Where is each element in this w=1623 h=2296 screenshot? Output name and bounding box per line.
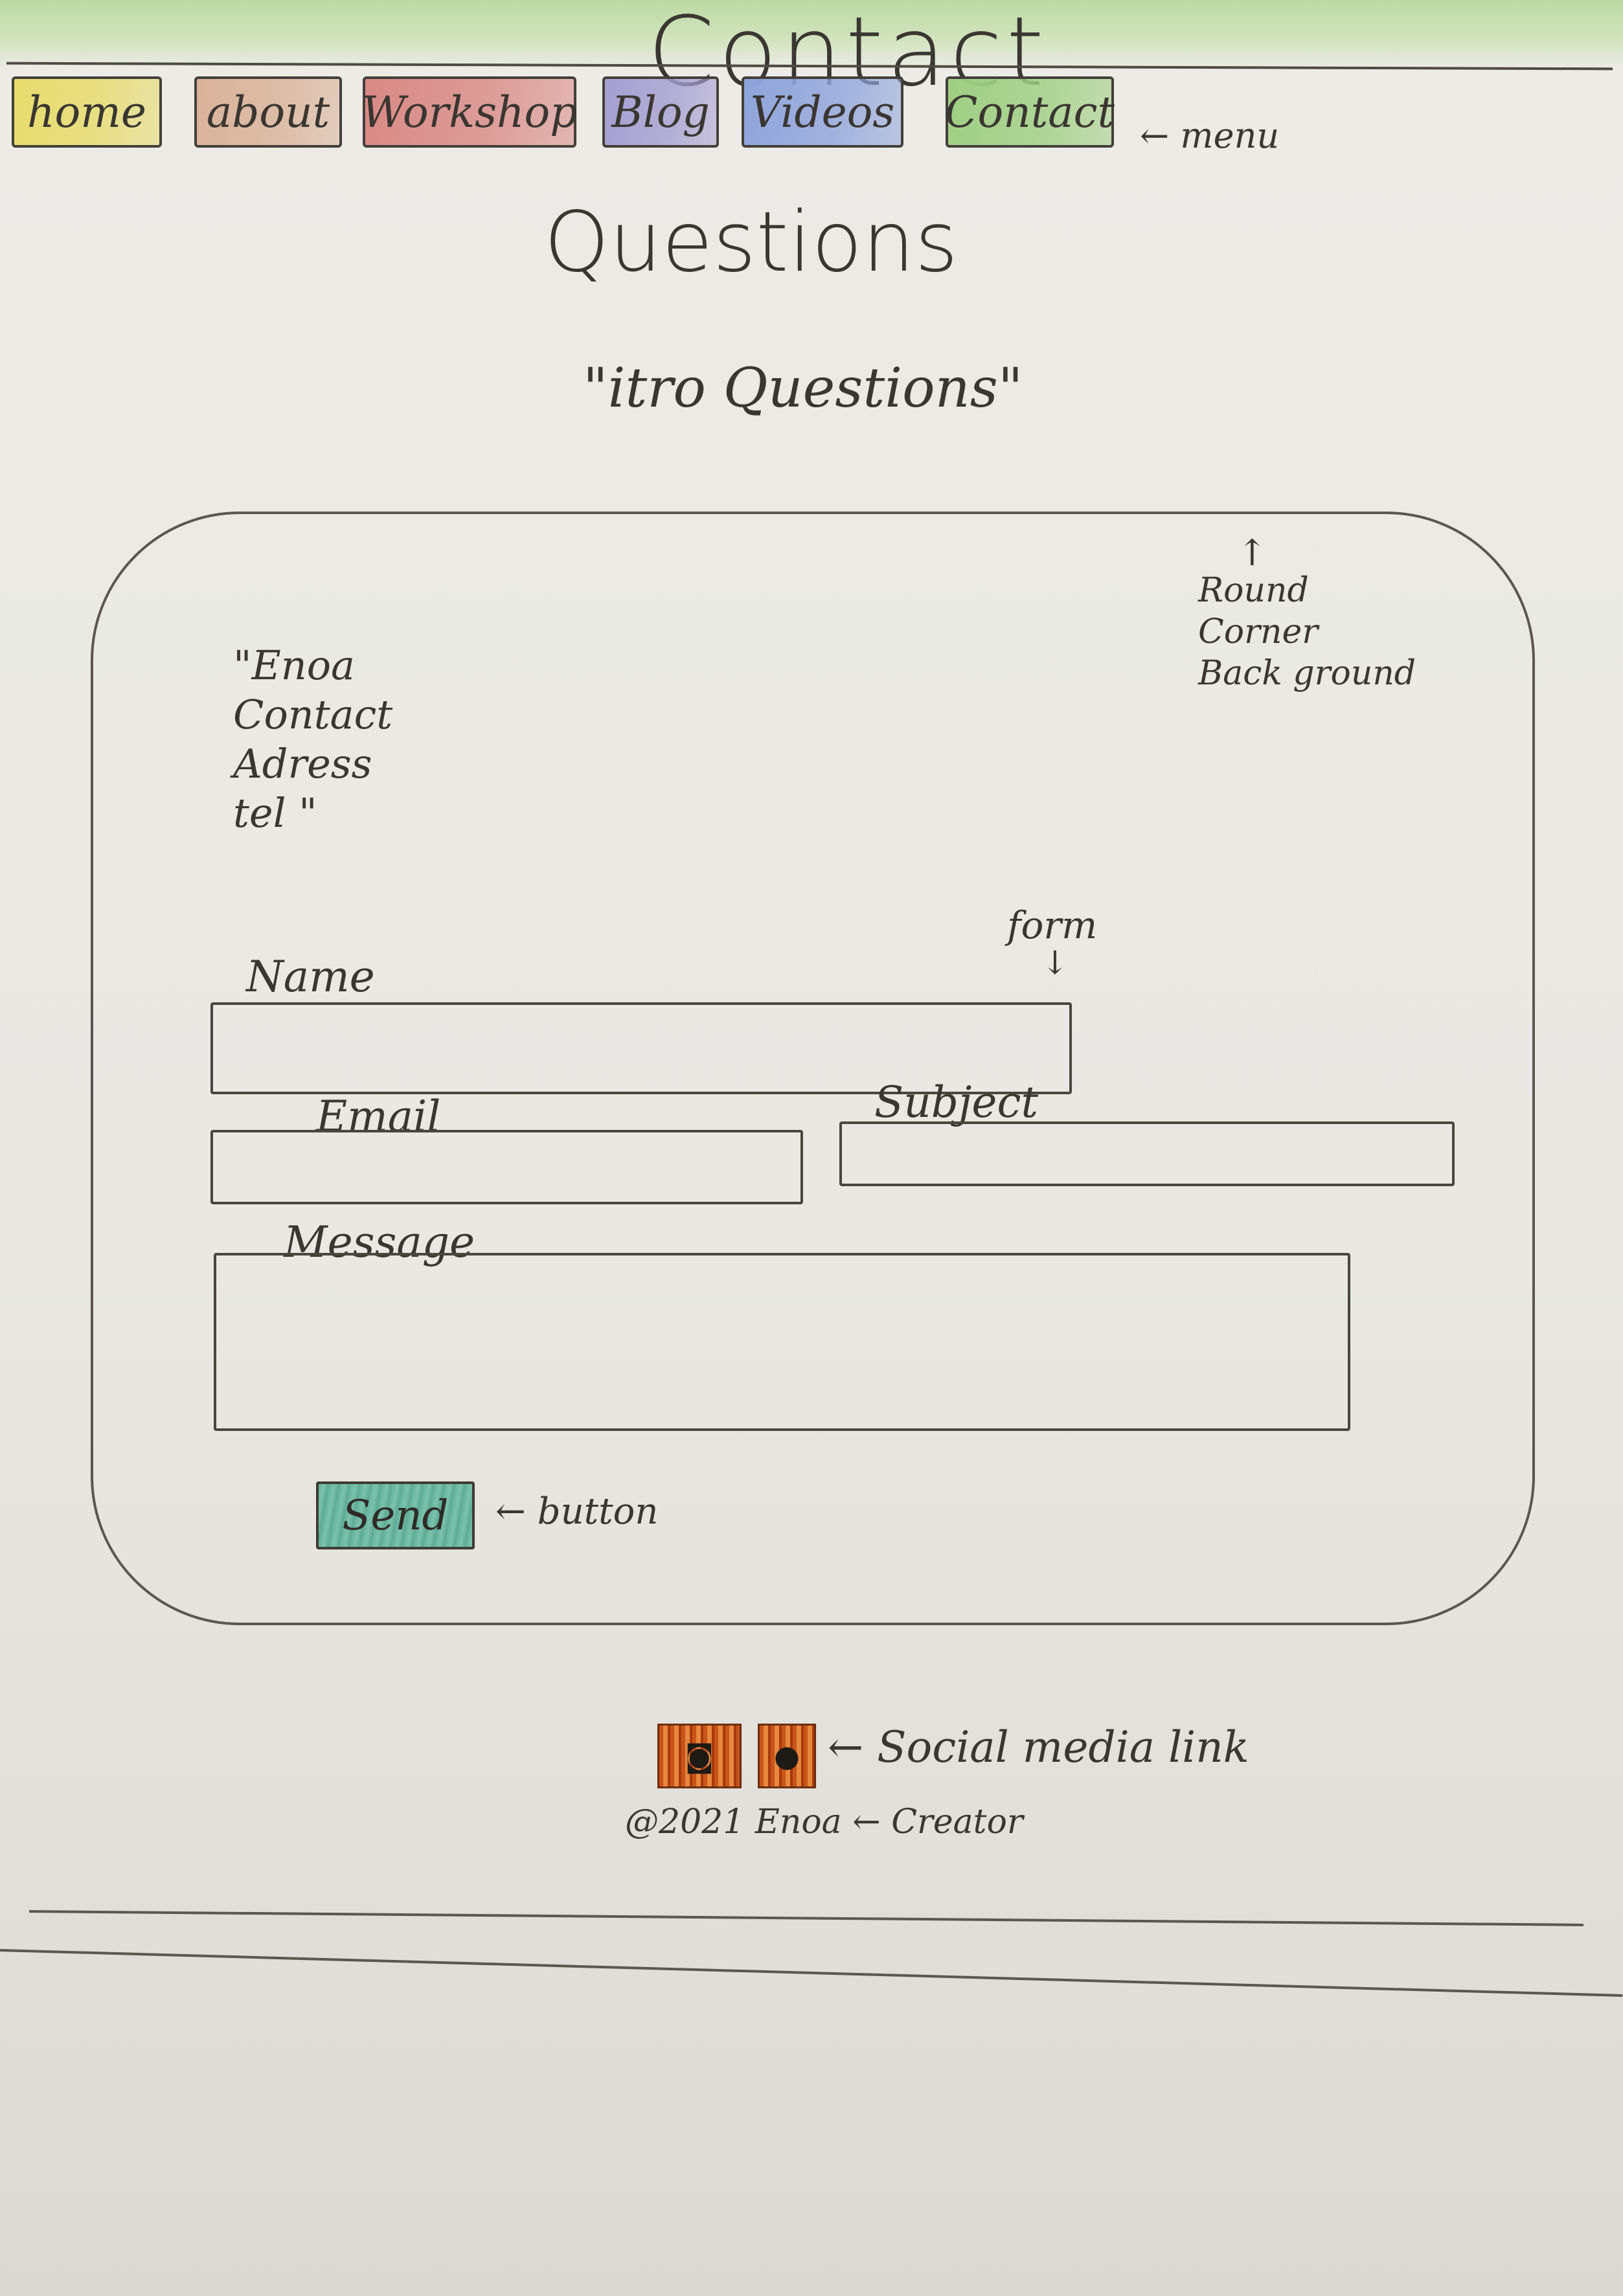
header-band xyxy=(0,0,1623,68)
button-annotation: ← button xyxy=(495,1491,659,1533)
subject-field[interactable] xyxy=(839,1121,1455,1186)
menu-item-blog[interactable]: Blog xyxy=(602,76,719,148)
questions-title: Questions xyxy=(544,194,959,291)
facebook-icon[interactable]: ● xyxy=(758,1724,816,1788)
menu-item-workshop[interactable]: Workshop xyxy=(362,76,578,148)
annotation-line: Back ground xyxy=(1198,654,1416,693)
contact-card xyxy=(91,512,1535,1625)
footer-divider xyxy=(0,1949,1623,1997)
email-label: Email xyxy=(316,1092,441,1142)
contact-info-line: "Enoa xyxy=(233,642,355,689)
social-media-annotation: ← Social media link xyxy=(828,1722,1249,1772)
name-field[interactable] xyxy=(210,1002,1072,1094)
menu-item-home[interactable]: home xyxy=(12,76,162,148)
menu-annotation: ← menu xyxy=(1140,115,1280,156)
round-corner-annotation: Round Corner Back ground xyxy=(1198,570,1416,694)
annotation-line: Corner xyxy=(1198,613,1319,651)
intro-text: "itro Questions" xyxy=(583,356,1023,420)
up-arrow-icon: ↑ xyxy=(1237,532,1267,574)
contact-info-line: Contact xyxy=(233,691,393,738)
copyright-text: @2021 Enoa ← Creator xyxy=(625,1803,1023,1841)
name-label: Name xyxy=(246,952,375,1002)
message-field[interactable] xyxy=(214,1253,1350,1431)
menu-item-about[interactable]: about xyxy=(194,76,342,148)
email-field[interactable] xyxy=(210,1130,803,1204)
menu-item-contact[interactable]: Contact xyxy=(945,76,1115,148)
contact-info-line: tel " xyxy=(233,789,317,837)
instagram-icon[interactable]: ◙ xyxy=(657,1724,742,1788)
contact-info-line: Adress xyxy=(233,740,372,787)
down-arrow-icon: ↓ xyxy=(1041,944,1069,982)
send-button[interactable]: Send xyxy=(316,1481,475,1549)
subject-label: Subject xyxy=(874,1077,1038,1127)
annotation-line: Round xyxy=(1198,571,1309,610)
form-annotation: form xyxy=(1007,903,1098,947)
menu-item-videos[interactable]: Videos xyxy=(742,76,903,148)
message-label: Message xyxy=(284,1217,475,1267)
contact-info: "Enoa Contact Adress tel " xyxy=(233,641,392,838)
footer-divider xyxy=(28,1910,1583,1926)
